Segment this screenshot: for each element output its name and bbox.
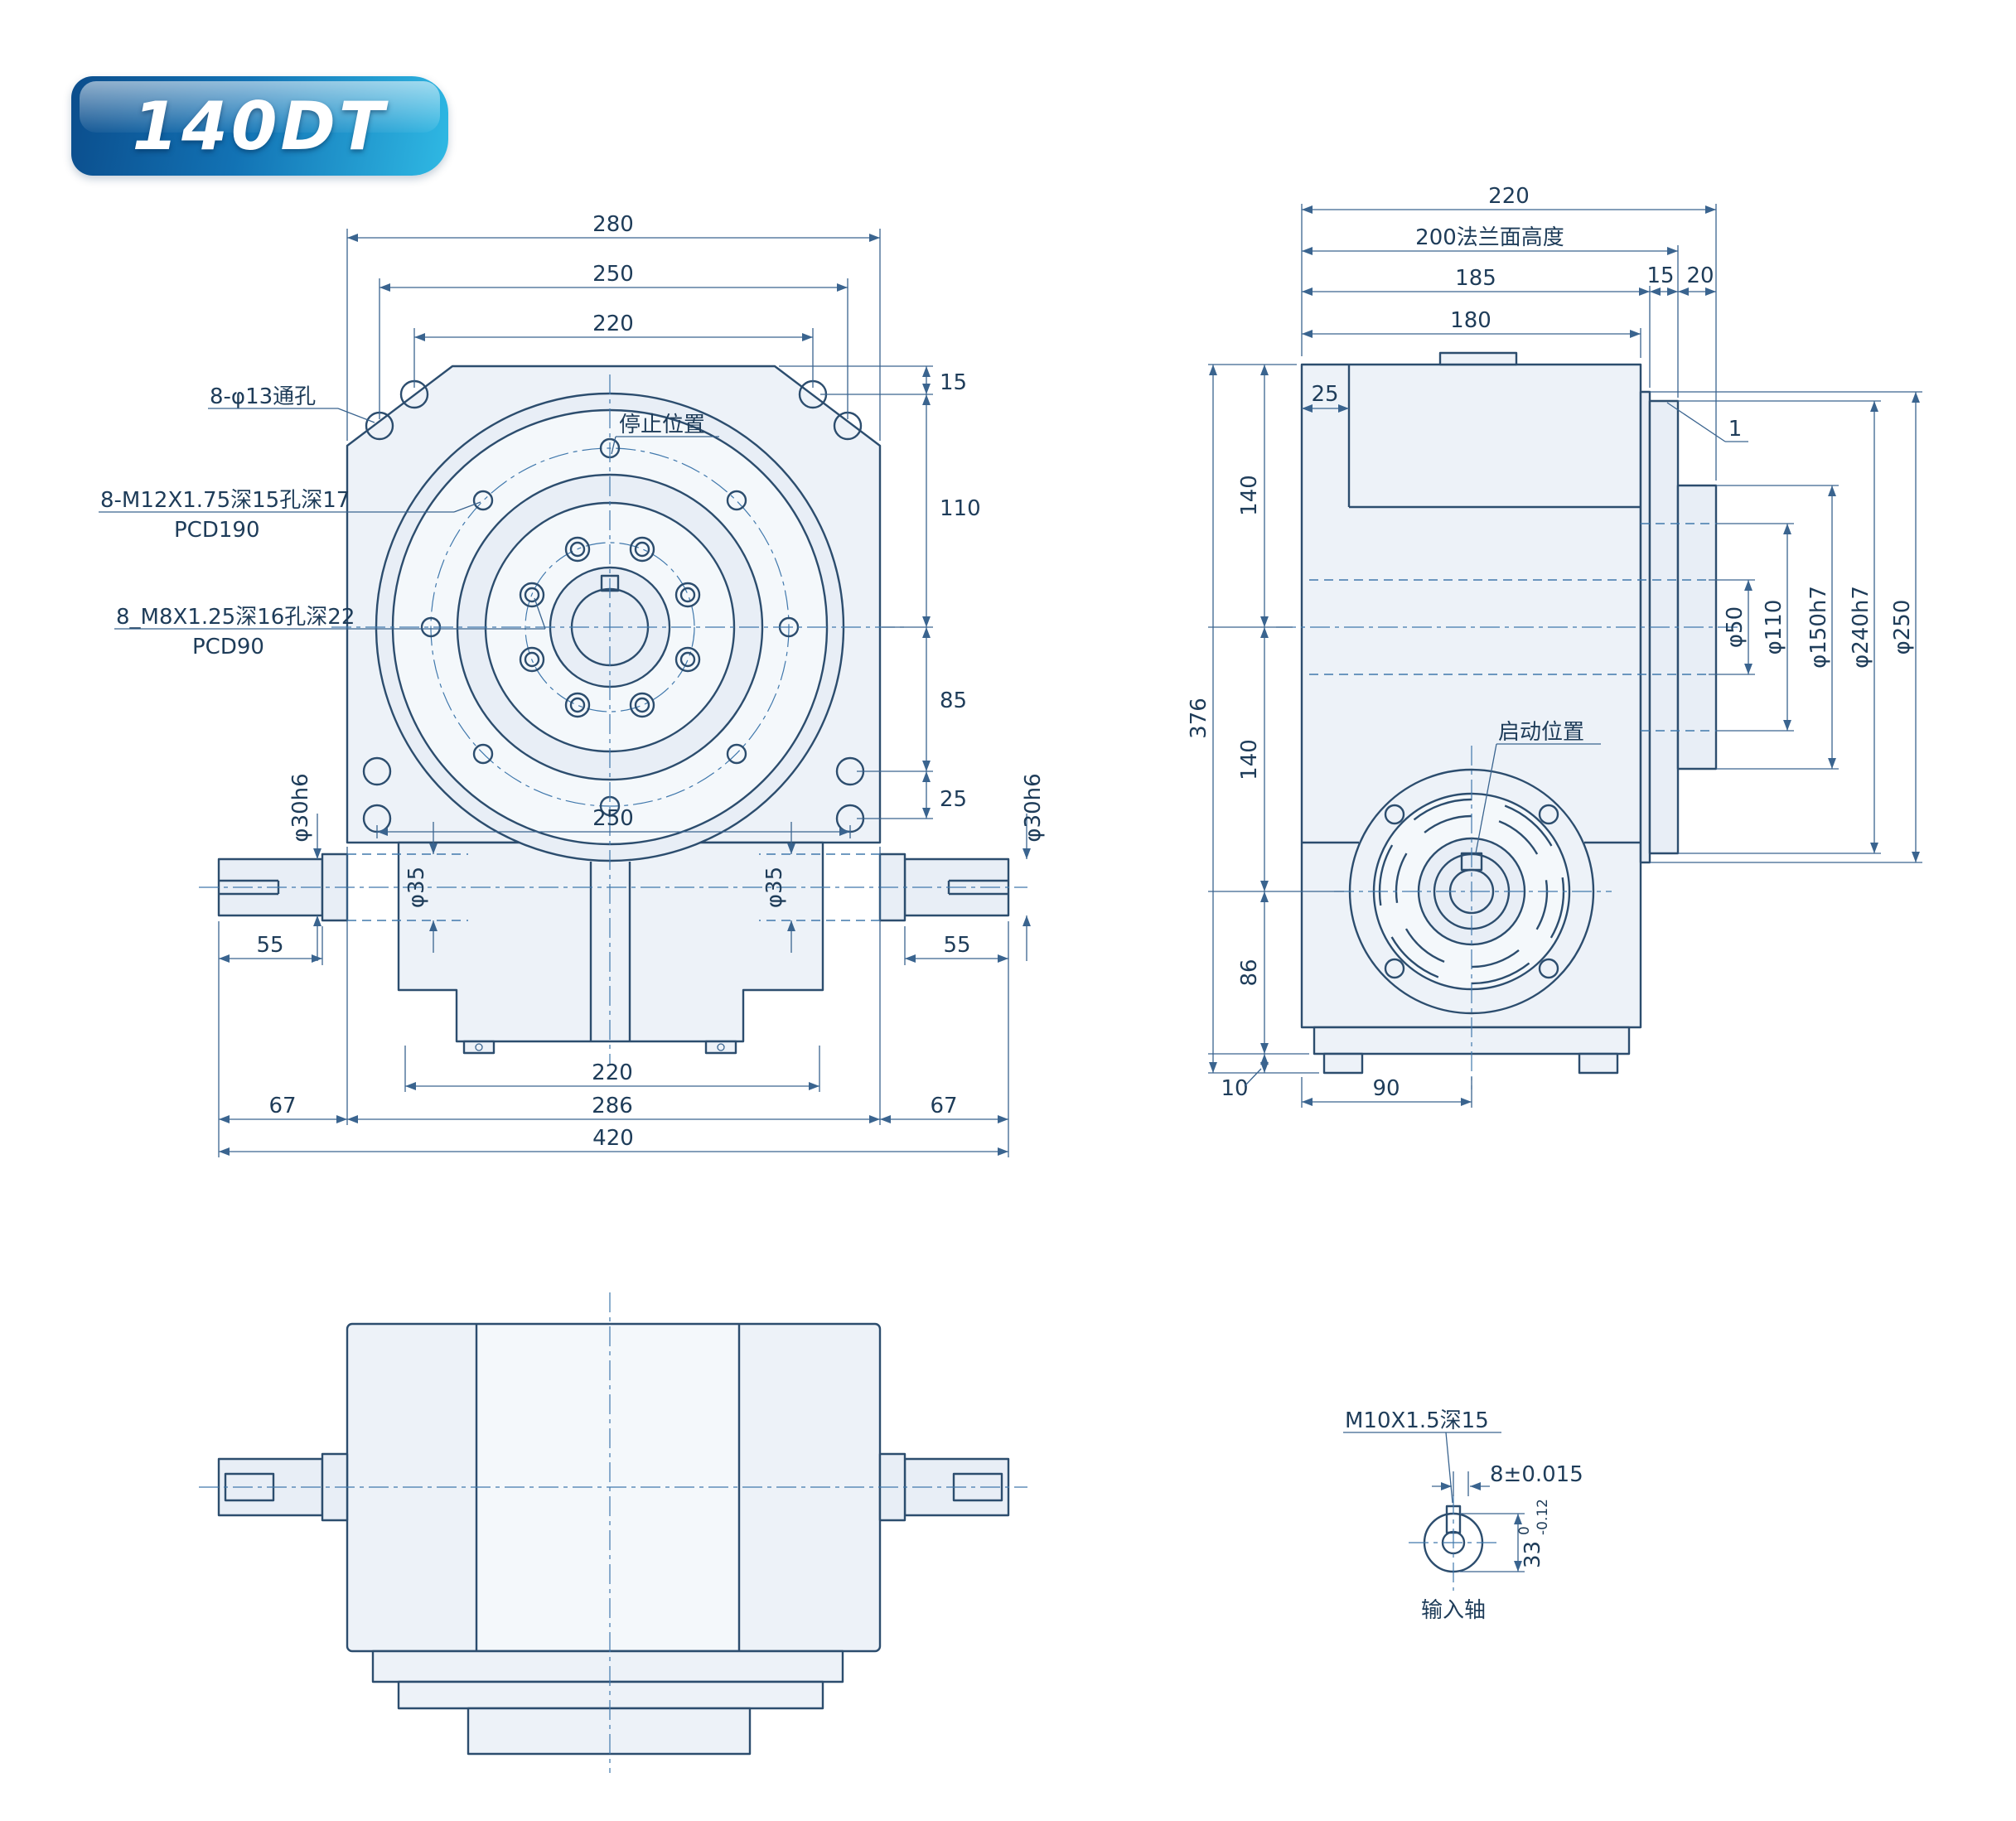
dim-286: 286 (592, 1094, 633, 1118)
dim-86: 86 (1237, 959, 1262, 986)
dim-8-offset: 8±0.015 (1490, 1462, 1583, 1487)
dim-55-left: 55 (256, 933, 283, 958)
front-view: 280 250 220 15 110 85 25 8-φ13通孔 8-M12X1… (99, 212, 1046, 1157)
input-shaft-detail: M10X1.5深15 8±0.015 33 0 -0.12 输入轴 (1343, 1408, 1583, 1623)
dim-220-side: 220 (1488, 184, 1530, 209)
dim-33-with-tolerance: 33 0 -0.12 (1516, 1499, 1551, 1568)
dim-90: 90 (1372, 1076, 1400, 1101)
dim-dia-250: φ250 (1890, 600, 1915, 655)
dim-flange-height: 200法兰面高度 (1415, 225, 1564, 250)
dim-15-right: 15 (940, 370, 967, 395)
dim-180: 180 (1450, 308, 1491, 333)
model-badge: 140DT (71, 76, 448, 176)
dim-10: 10 (1221, 1076, 1248, 1101)
note-stop-position: 停止位置 (619, 413, 705, 437)
dim-220-bottom: 220 (592, 1060, 633, 1085)
side-view: 启动位置 220 200法兰面高度 185 15 20 180 25 1 (1187, 184, 1922, 1108)
dim-85-right: 85 (940, 688, 967, 713)
dim-67-left: 67 (268, 1094, 296, 1118)
dim-280: 280 (592, 212, 634, 237)
dim-67-right: 67 (930, 1094, 957, 1118)
dim-25-right: 25 (940, 787, 967, 812)
note-thru-holes: 8-φ13通孔 (210, 384, 316, 409)
dim-25-side: 25 (1311, 382, 1338, 407)
dim-250-mid: 250 (592, 806, 634, 831)
dim-220-top: 220 (592, 312, 634, 336)
note-m8: 8_M8X1.25深16孔深22 (116, 605, 355, 630)
dim-shaft-dia-right: φ30h6 (1021, 773, 1046, 842)
dim-dia-240: φ240h7 (1849, 586, 1873, 669)
note-m12: 8-M12X1.75深15孔深17 (100, 488, 350, 513)
dim-shoulder-dia-left: φ35 (404, 867, 429, 908)
dim-55-right: 55 (943, 933, 970, 958)
dim-dia-150: φ150h7 (1806, 586, 1831, 669)
dim-33-tol-lower: -0.12 (1535, 1499, 1551, 1535)
dim-250-top: 250 (592, 262, 634, 287)
dim-140-upper: 140 (1237, 475, 1262, 516)
dim-140-lower: 140 (1237, 739, 1262, 780)
dim-shaft-dia-left: φ30h6 (288, 773, 313, 842)
dim-shoulder-dia-right: φ35 (762, 867, 787, 908)
dim-110-right: 110 (940, 496, 981, 521)
dim-dia-110: φ110 (1762, 600, 1786, 655)
note-m10-thread: M10X1.5深15 (1345, 1408, 1489, 1433)
dim-33-tol-upper: 0 (1516, 1526, 1533, 1535)
note-start-position: 启动位置 (1498, 720, 1584, 745)
dim-185: 185 (1455, 266, 1496, 291)
bottom-view (199, 1292, 1027, 1773)
dim-420: 420 (592, 1126, 634, 1151)
note-m12-pcd: PCD190 (174, 518, 259, 543)
dim-dia-50: φ50 (1723, 606, 1748, 648)
dim-1: 1 (1728, 417, 1743, 442)
dim-33: 33 (1520, 1541, 1545, 1568)
note-m8-pcd: PCD90 (192, 635, 264, 659)
dim-376: 376 (1187, 698, 1211, 739)
caption-input-shaft: 输入轴 (1421, 1598, 1486, 1623)
dim-15-side: 15 (1646, 263, 1674, 288)
dim-20-side: 20 (1686, 263, 1714, 288)
model-badge-label: 140DT (132, 87, 388, 165)
